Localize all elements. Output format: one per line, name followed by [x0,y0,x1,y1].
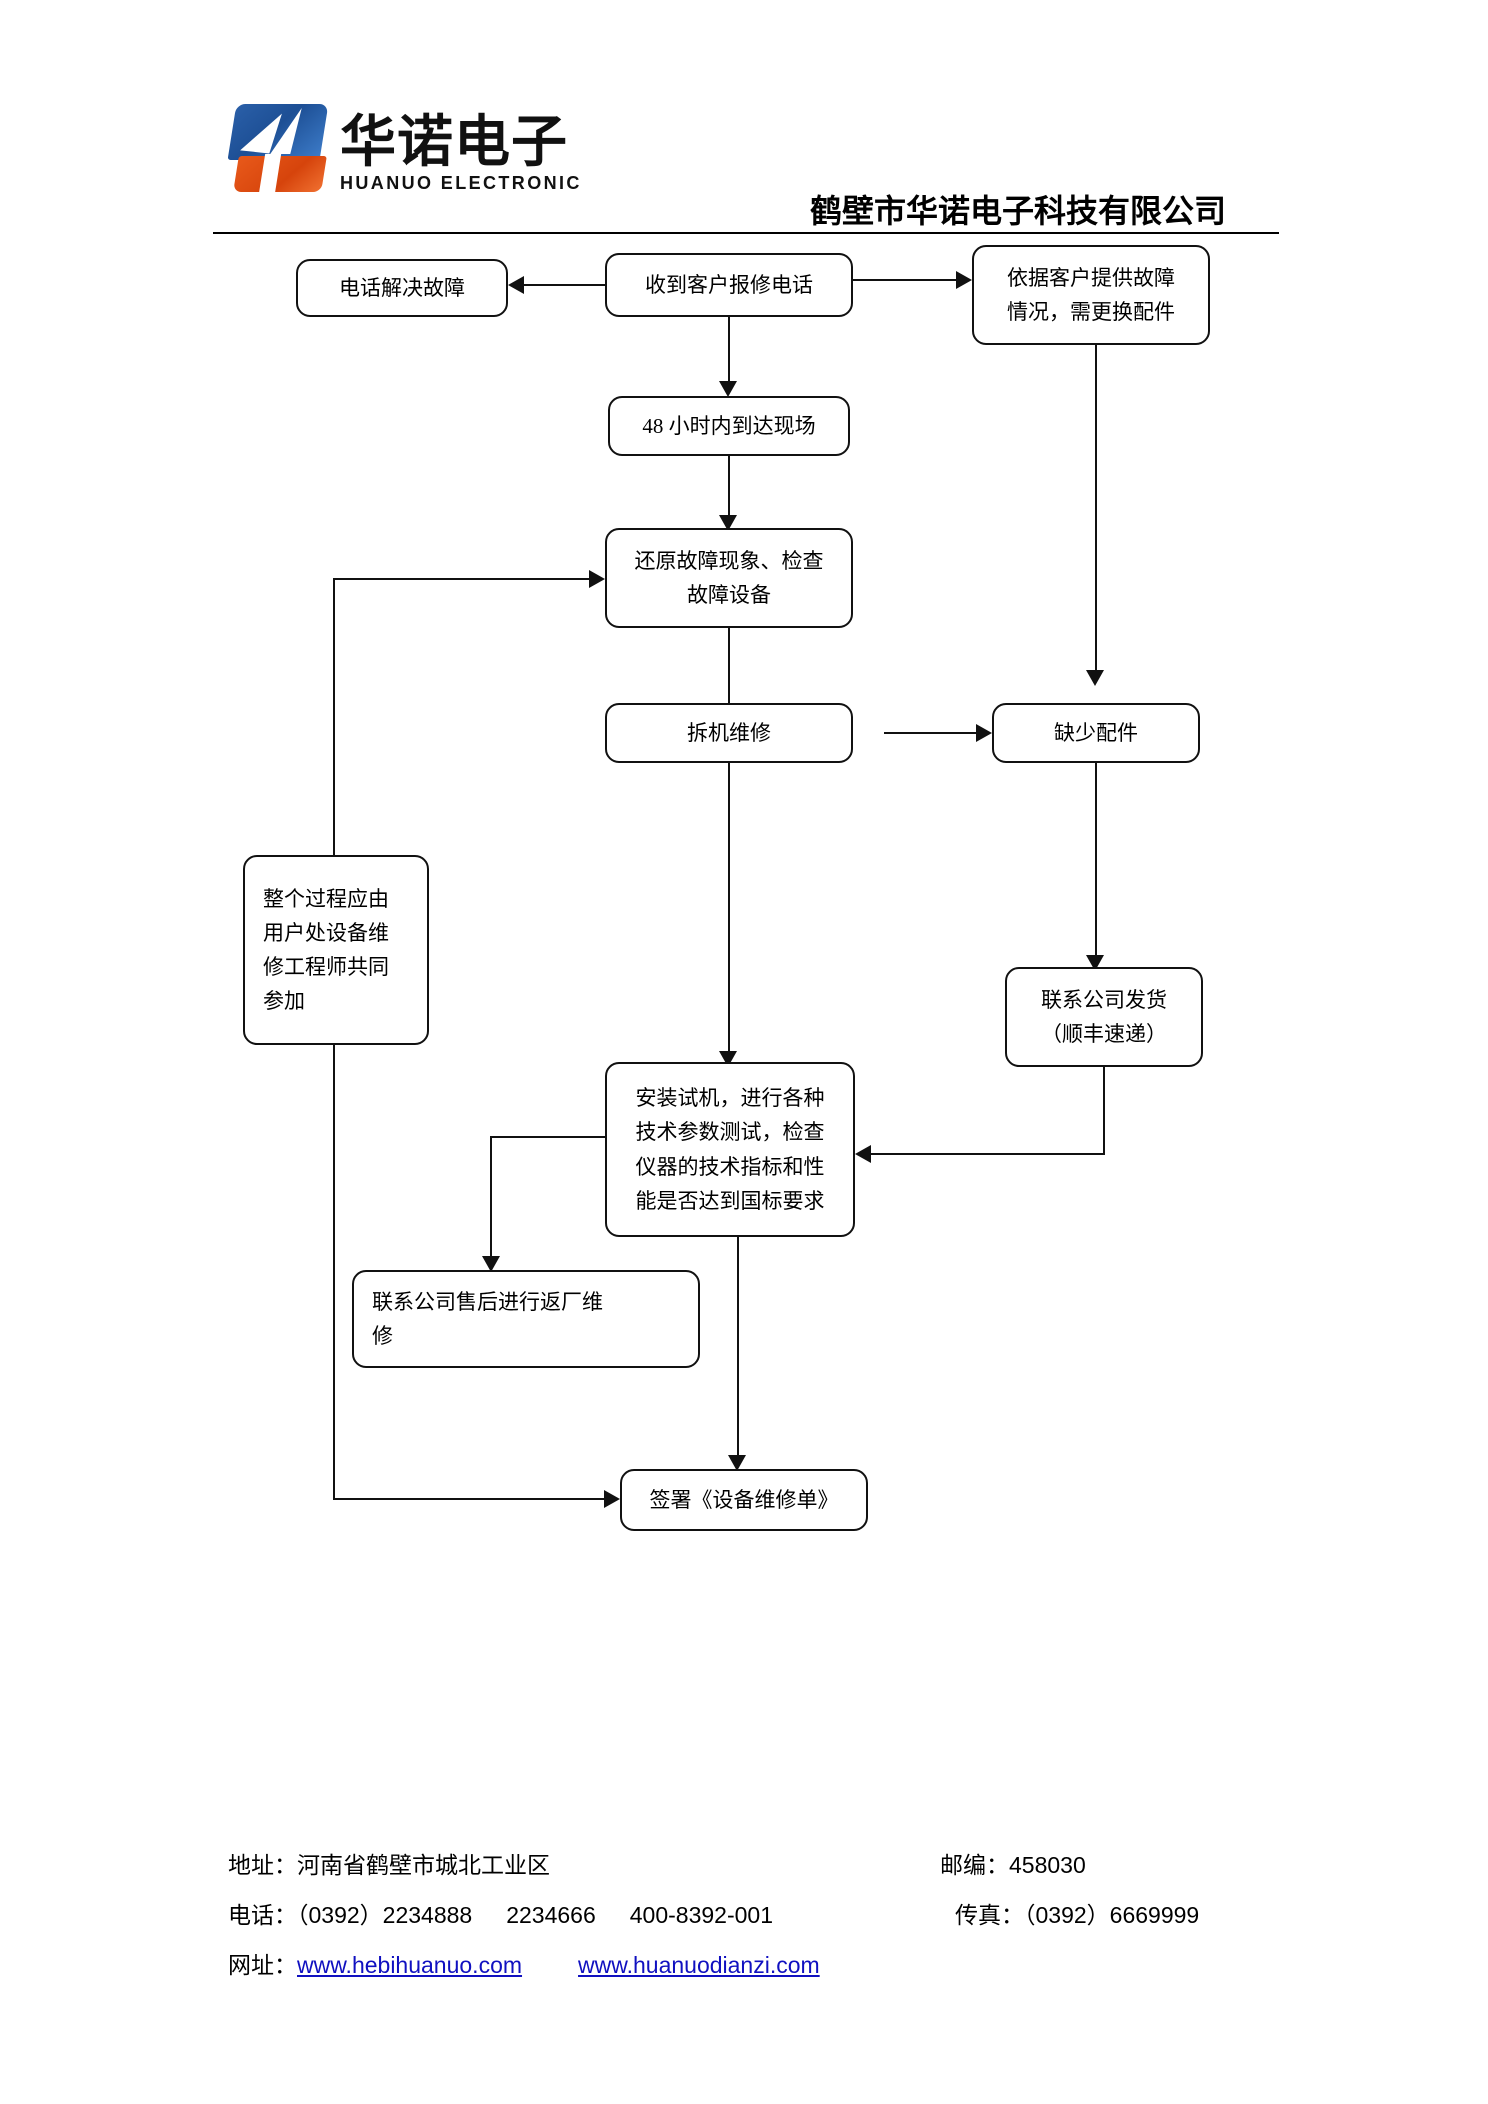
flow-node-arrive-48h[interactable]: 48 小时内到达现场 [608,396,850,456]
edge-disassemble-installtest-line [728,763,730,1051]
flow-node-whole-process[interactable]: 整个过程应由 用户处设备维 修工程师共同 参加 [243,855,429,1045]
footer-web-label: 网址： [228,1952,297,1978]
edge-installtest-returnfactory-arrowhead [482,1256,500,1272]
footer-phone-1: （0392）2234888 [297,1902,473,1928]
footer-row-phone: 电话：（0392）2234888 2234666 400-8392-001 传真：（… [0,1896,1488,1946]
flow-node-sign-order-label: 签署《设备维修单》 [649,1487,839,1512]
edge-disassemble-missingparts-arrowhead [976,724,992,742]
edge-needparts-missingparts-arrowhead [1086,670,1104,686]
edge-receivecall-needparts-line [853,279,956,281]
footer-phone: 电话：（0392）2234888 2234666 400-8392-001 [228,1896,773,1930]
footer-address-value: 河南省鹤壁市城北工业区 [297,1852,550,1878]
header-divider [213,232,1279,234]
flow-node-receive-call[interactable]: 收到客户报修电话 [605,253,853,317]
flow-node-need-parts-label: 依据客户提供故障 情况，需更换配件 [1007,265,1175,324]
edge-shipout-installtest-vline [1103,1067,1105,1155]
logo-chinese-name: 华诺电子 [340,110,568,173]
footer-fax: 传真：（0392）6669999 [955,1896,1199,1930]
edge-needparts-missingparts-line [1095,345,1097,670]
footer-phone-3: 400-8392-001 [629,1902,773,1928]
flow-node-need-parts[interactable]: 依据客户提供故障 情况，需更换配件 [972,245,1210,345]
flow-node-missing-parts-label: 缺少配件 [1054,720,1138,745]
logo-english-name: HUANUO ELECTRONIC [340,173,582,193]
flow-node-install-test-label: 安装试机，进行各种 技术参数测试，检查 仪器的技术指标和性 能是否达到国标要求 [635,1086,825,1213]
edge-loop-to-restorecheck-hline [333,578,589,580]
edge-arrive48h-restorecheck-line [728,456,730,515]
logo-wordmark: 华诺电子 HUANUO ELECTRONIC [340,110,582,193]
flow-node-return-factory-label: 联系公司售后进行返厂维 修 [372,1289,603,1348]
flow-node-restore-check[interactable]: 还原故障现象、检查 故障设备 [605,528,853,628]
footer-postcode: 邮编：458030 [940,1846,1086,1880]
flow-node-restore-check-label: 还原故障现象、检查 故障设备 [634,548,824,607]
footer-website: 网址：www.hebihuanuo.com www.huanuodianzi.co… [228,1946,820,1980]
edge-disassemble-missingparts-line [884,732,976,734]
footer-row-address: 地址：河南省鹤壁市城北工业区 邮编：458030 [0,1846,1488,1896]
footer-phone-2: 2234666 [506,1902,596,1928]
page-header: 华诺电子 HUANUO ELECTRONIC 鹤壁市华诺电子科技有限公司 [0,0,1488,240]
edge-installtest-returnfactory-vline [490,1136,492,1256]
footer-web-link-2[interactable]: www.huanuodianzi.com [578,1952,820,1978]
edge-arrive48h-restorecheck-arrowhead [719,515,737,531]
footer-phone-label: 电话： [228,1902,297,1928]
edge-receivecall-arrive48h-line [728,317,730,381]
edge-loop-to-signorder-hline [333,1498,604,1500]
footer-fax-value: （0392）6669999 [1024,1902,1200,1928]
footer-address: 地址：河南省鹤壁市城北工业区 [228,1846,550,1880]
flow-node-ship-out[interactable]: 联系公司发货 （顺丰速递） [1005,967,1203,1067]
page-title: 鹤壁市华诺电子科技有限公司 [810,193,1227,229]
flow-node-phone-fix[interactable]: 电话解决故障 [296,259,508,317]
edge-missingparts-shipout-line [1095,763,1097,955]
footer-postcode-value: 458030 [1009,1852,1086,1878]
edge-receivecall-needparts-arrowhead [956,271,972,289]
flow-node-whole-process-label: 整个过程应由 用户处设备维 修工程师共同 参加 [263,886,389,1014]
flow-node-arrive-48h-label: 48 小时内到达现场 [642,413,816,438]
flow-node-missing-parts[interactable]: 缺少配件 [992,703,1200,763]
edge-restorecheck-disassemble-line [728,628,730,705]
flow-node-sign-order[interactable]: 签署《设备维修单》 [620,1469,868,1531]
page-footer: 地址：河南省鹤壁市城北工业区 邮编：458030 电话：（0392）223488… [0,1846,1488,1996]
footer-row-web: 网址：www.hebihuanuo.com www.huanuodianzi.co… [0,1946,1488,1996]
edge-loop-to-signorder-arrowhead [604,1490,620,1508]
flow-node-disassemble[interactable]: 拆机维修 [605,703,853,763]
footer-web-link-1[interactable]: www.hebihuanuo.com [297,1952,523,1978]
edge-installtest-returnfactory-hline [490,1136,607,1138]
edge-installtest-signorder-line [737,1237,739,1455]
edge-receivecall-phonefix-arrowhead [508,276,524,294]
flow-node-disassemble-label: 拆机维修 [687,720,771,745]
flow-node-receive-call-label: 收到客户报修电话 [645,272,813,297]
footer-postcode-label: 邮编： [940,1852,1009,1878]
flow-node-install-test[interactable]: 安装试机，进行各种 技术参数测试，检查 仪器的技术指标和性 能是否达到国标要求 [605,1062,855,1237]
footer-address-label: 地址： [228,1852,297,1878]
flow-node-ship-out-label: 联系公司发货 （顺丰速递） [1041,987,1167,1046]
edge-receivecall-arrive48h-arrowhead [719,381,737,397]
edge-receivecall-phonefix-line [524,284,605,286]
company-logo: 华诺电子 HUANUO ELECTRONIC [227,104,582,194]
footer-fax-label: 传真： [955,1902,1024,1928]
edge-shipout-installtest-hline [871,1153,1105,1155]
flow-node-phone-fix-label: 电话解决故障 [339,275,465,300]
edge-shipout-installtest-arrowhead [855,1145,871,1163]
edge-installtest-signorder-arrowhead [728,1455,746,1471]
flow-node-return-factory[interactable]: 联系公司售后进行返厂维 修 [352,1270,700,1368]
edge-loop-to-restorecheck-arrowhead [589,570,605,588]
